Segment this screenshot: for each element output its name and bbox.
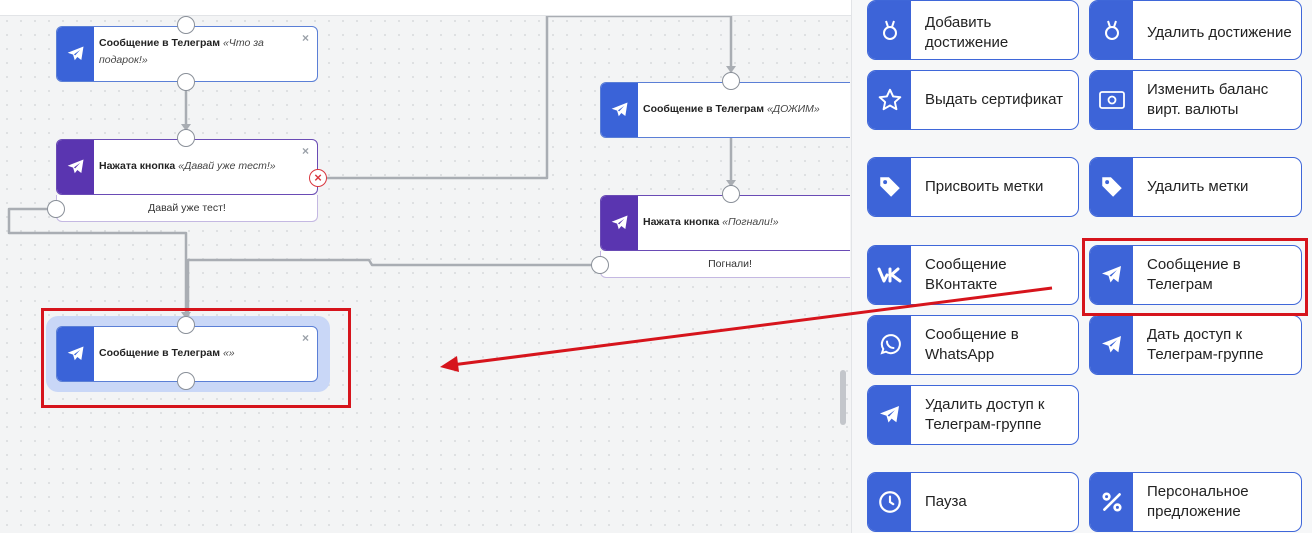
panel-item-label: Дать доступ к Телеграм-группе bbox=[1147, 326, 1264, 363]
input-port[interactable] bbox=[177, 129, 195, 147]
button-option[interactable]: Погнали! bbox=[600, 251, 850, 278]
star-icon bbox=[868, 71, 911, 129]
medal-icon bbox=[1090, 1, 1133, 59]
annotation-highlight-box bbox=[41, 308, 351, 408]
error-port-icon[interactable]: × bbox=[309, 169, 327, 187]
whatsapp-icon bbox=[868, 316, 911, 374]
actions-panel: Добавить достижение Удалить достижение В… bbox=[851, 0, 1312, 533]
output-port[interactable] bbox=[177, 73, 195, 91]
flow-canvas[interactable]: Сообщение в Телеграм «Что за подарок!» ×… bbox=[0, 0, 850, 533]
tag-icon bbox=[868, 158, 911, 216]
arrowhead bbox=[726, 66, 736, 73]
annotation-highlight-box bbox=[1082, 238, 1308, 316]
node-button-pressed[interactable]: Нажата кнопка «Погнали!» bbox=[600, 195, 850, 251]
canvas-scrollbar[interactable] bbox=[840, 370, 846, 425]
medal-icon bbox=[868, 1, 911, 59]
arrowhead bbox=[181, 312, 191, 319]
panel-item-remove-achievement[interactable]: Удалить достижение bbox=[1089, 0, 1302, 60]
clock-icon bbox=[868, 473, 911, 531]
telegram-icon bbox=[57, 27, 94, 81]
panel-item-add-achievement[interactable]: Добавить достижение bbox=[867, 0, 1079, 60]
button-option[interactable]: Давай уже тест! bbox=[56, 195, 318, 222]
tag-icon bbox=[1090, 158, 1133, 216]
panel-item-label: Удалить метки bbox=[1147, 178, 1249, 195]
panel-item-label: Пауза bbox=[925, 493, 967, 510]
arrowhead bbox=[181, 124, 191, 131]
panel-item-pause[interactable]: Пауза bbox=[867, 472, 1079, 532]
telegram-icon bbox=[57, 327, 94, 381]
node-title: Нажата кнопка «Давай уже тест!» bbox=[99, 160, 276, 172]
panel-item-label: Сообщение ВКонтакте bbox=[925, 256, 1007, 293]
node-button-pressed[interactable]: Нажата кнопка «Давай уже тест!» × bbox=[56, 139, 318, 195]
telegram-icon bbox=[1090, 246, 1133, 304]
telegram-icon bbox=[1090, 316, 1133, 374]
panel-item-grant-telegram-group[interactable]: Дать доступ к Телеграм-группе bbox=[1089, 315, 1302, 375]
input-port[interactable] bbox=[177, 16, 195, 34]
panel-item-label: Выдать сертификат bbox=[925, 91, 1064, 108]
panel-item-telegram-message[interactable]: Сообщение в Телеграм bbox=[1089, 245, 1302, 305]
panel-item-issue-certificate[interactable]: Выдать сертификат bbox=[867, 70, 1079, 130]
telegram-icon bbox=[57, 140, 94, 194]
percent-icon bbox=[1090, 473, 1133, 531]
banknote-icon bbox=[1090, 71, 1133, 129]
panel-item-label: Удалить достижение bbox=[1147, 24, 1292, 41]
option-output-port[interactable] bbox=[47, 200, 65, 218]
arrowhead bbox=[726, 180, 736, 187]
panel-item-label: Изменить баланс вирт. валюты bbox=[1147, 81, 1269, 118]
wire-btn2-option-to-msg5 bbox=[186, 258, 591, 318]
panel-item-vk-message[interactable]: Сообщение ВКонтакте bbox=[867, 245, 1079, 305]
panel-item-label: Удалить доступ к Телеграм-группе bbox=[925, 396, 1045, 433]
panel-item-assign-tags[interactable]: Присвоить метки bbox=[867, 157, 1079, 217]
input-port[interactable] bbox=[722, 72, 740, 90]
node-title: Нажата кнопка «Погнали!» bbox=[643, 216, 779, 228]
telegram-icon bbox=[868, 386, 911, 444]
connection-wires bbox=[7, 14, 736, 319]
node-title: Сообщение в Телеграм «» bbox=[99, 347, 235, 359]
input-port[interactable] bbox=[722, 185, 740, 203]
option-output-port[interactable] bbox=[591, 256, 609, 274]
panel-item-revoke-telegram-group[interactable]: Удалить доступ к Телеграм-группе bbox=[867, 385, 1079, 445]
panel-item-label: Присвоить метки bbox=[925, 178, 1044, 195]
panel-item-remove-tags[interactable]: Удалить метки bbox=[1089, 157, 1302, 217]
close-icon[interactable]: × bbox=[301, 31, 309, 45]
panel-item-personal-offer[interactable]: Персональное предложение bbox=[1089, 472, 1302, 532]
panel-item-label: Персональное предложение bbox=[1147, 483, 1249, 520]
output-port[interactable] bbox=[177, 372, 195, 390]
node-title: Сообщение в Телеграм «Что за подарок!» bbox=[99, 37, 264, 66]
panel-item-label: Сообщение в Телеграм bbox=[1147, 256, 1241, 293]
panel-item-label: Добавить достижение bbox=[925, 14, 1009, 51]
node-title: Сообщение в Телеграм «ДОЖИМ» bbox=[643, 103, 820, 115]
telegram-icon bbox=[601, 83, 638, 137]
close-icon[interactable]: × bbox=[301, 331, 309, 345]
panel-item-whatsapp-message[interactable]: Сообщение в WhatsApp bbox=[867, 315, 1079, 375]
input-port[interactable] bbox=[177, 316, 195, 334]
panel-item-label: Сообщение в WhatsApp bbox=[925, 326, 1019, 363]
wire-btn1-to-msg3 bbox=[327, 14, 733, 180]
vk-icon bbox=[868, 246, 911, 304]
telegram-icon bbox=[601, 196, 638, 250]
close-icon[interactable]: × bbox=[301, 144, 309, 158]
panel-item-change-balance[interactable]: Изменить баланс вирт. валюты bbox=[1089, 70, 1302, 130]
wire-btn1-option-to-msg5 bbox=[7, 207, 188, 318]
